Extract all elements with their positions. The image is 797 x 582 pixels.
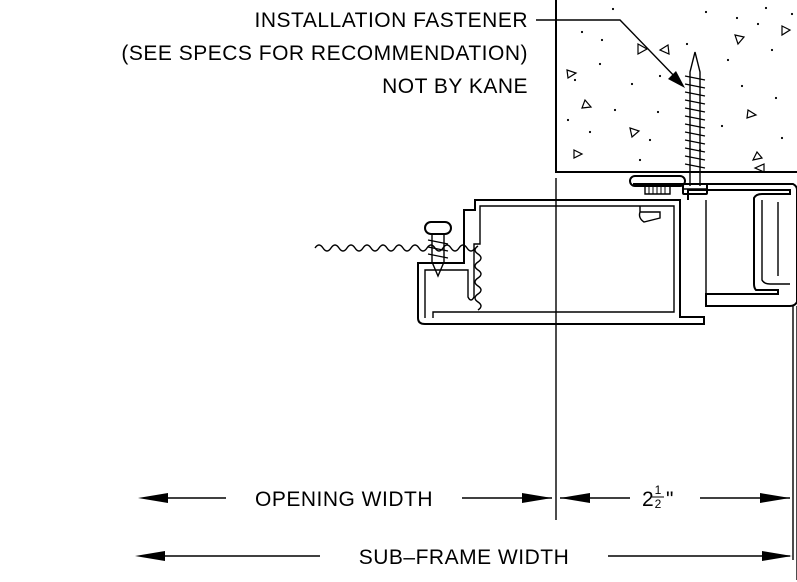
concrete-aggregate-marks (566, 25, 792, 173)
screen-mesh (314, 244, 482, 311)
screen-screw (424, 221, 452, 278)
concrete-substrate (555, 0, 797, 173)
offset-denominator: 2 (655, 497, 662, 511)
extension-lines (555, 178, 797, 580)
offset-numerator: 1 (655, 483, 662, 497)
fastener-threads (684, 75, 706, 169)
fastener-note: INSTALLATION FASTENER (SEE SPECS FOR REC… (121, 9, 528, 98)
offset-inch-mark: " (666, 488, 674, 511)
subframe-width-label: SUB–FRAME WIDTH (359, 546, 570, 569)
note-line-2: (SEE SPECS FOR RECOMMENDATION) (121, 42, 528, 65)
dimension-opening-width: OPENING WIDTH (138, 488, 552, 511)
concrete-dots (566, 6, 794, 162)
fastener-leader (536, 19, 685, 88)
dimension-offset: 2 1 2 " (560, 483, 790, 511)
note-line-3: NOT BY KANE (382, 75, 528, 98)
offset-whole: 2 (642, 488, 654, 511)
installation-fastener (682, 51, 708, 195)
note-line-1: INSTALLATION FASTENER (255, 9, 528, 32)
opening-width-label: OPENING WIDTH (255, 488, 433, 511)
dimension-subframe-width: SUB–FRAME WIDTH (135, 546, 792, 569)
